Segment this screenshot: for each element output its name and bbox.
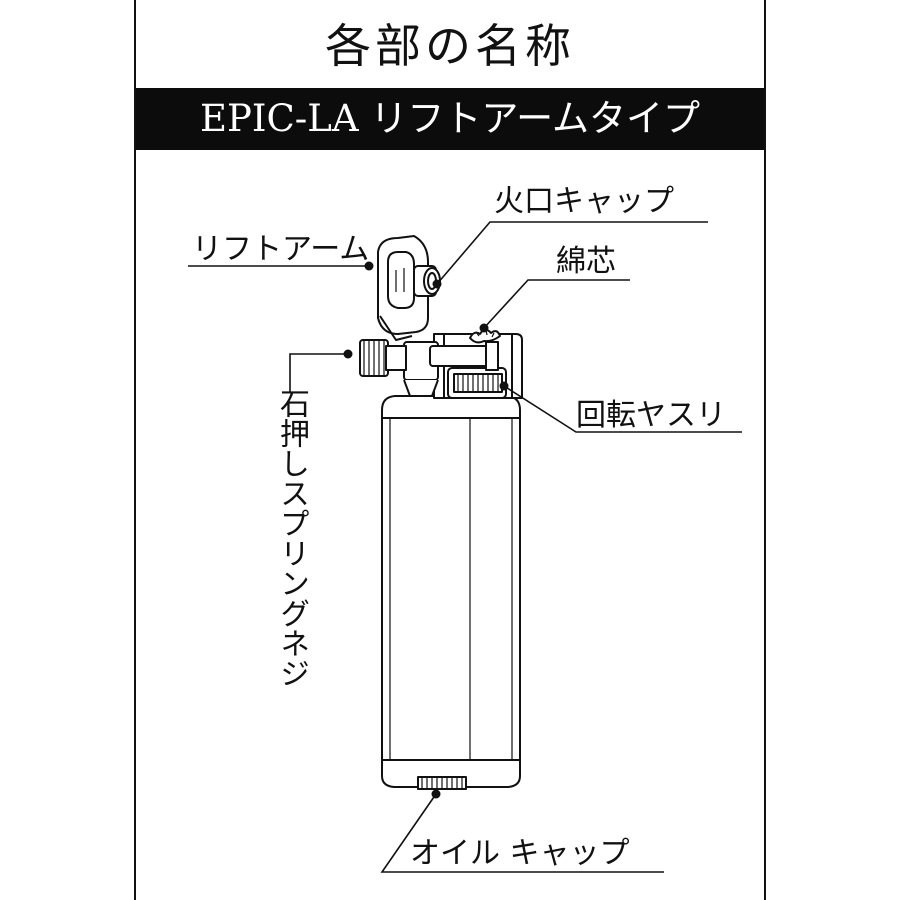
lift-arm-part <box>377 235 429 341</box>
leader-flint-spring-screw <box>289 353 346 392</box>
label-flint-wheel: 回転ヤスリ <box>576 398 726 433</box>
wick-part <box>469 328 501 344</box>
page-title: 各部の名称 <box>325 19 575 73</box>
lighter-body <box>381 395 521 788</box>
leader-flint-wheel <box>503 385 742 433</box>
label-wick: 綿芯 <box>556 244 616 279</box>
frame: 各部の名称 EPIC-LA リフトアームタイプ <box>134 0 766 900</box>
label-flint-spring-screw: 石押しスプリングネジ <box>274 388 309 688</box>
label-hibuchi-cap: 火口キャップ <box>494 184 674 219</box>
flint-wheel-part <box>447 367 507 399</box>
label-oil-cap: オイル キャップ <box>410 836 630 871</box>
leader-oil-cap <box>380 793 664 873</box>
leader-hibuchi-cap <box>436 221 708 285</box>
label-lift-arm: リフトアーム <box>192 232 370 267</box>
burner-part <box>403 341 499 397</box>
flint-spring-screw-part <box>359 339 407 377</box>
leader-wick <box>483 279 630 329</box>
oil-cap-part <box>417 776 467 790</box>
model-band: EPIC-LA リフトアームタイプ <box>136 88 764 150</box>
